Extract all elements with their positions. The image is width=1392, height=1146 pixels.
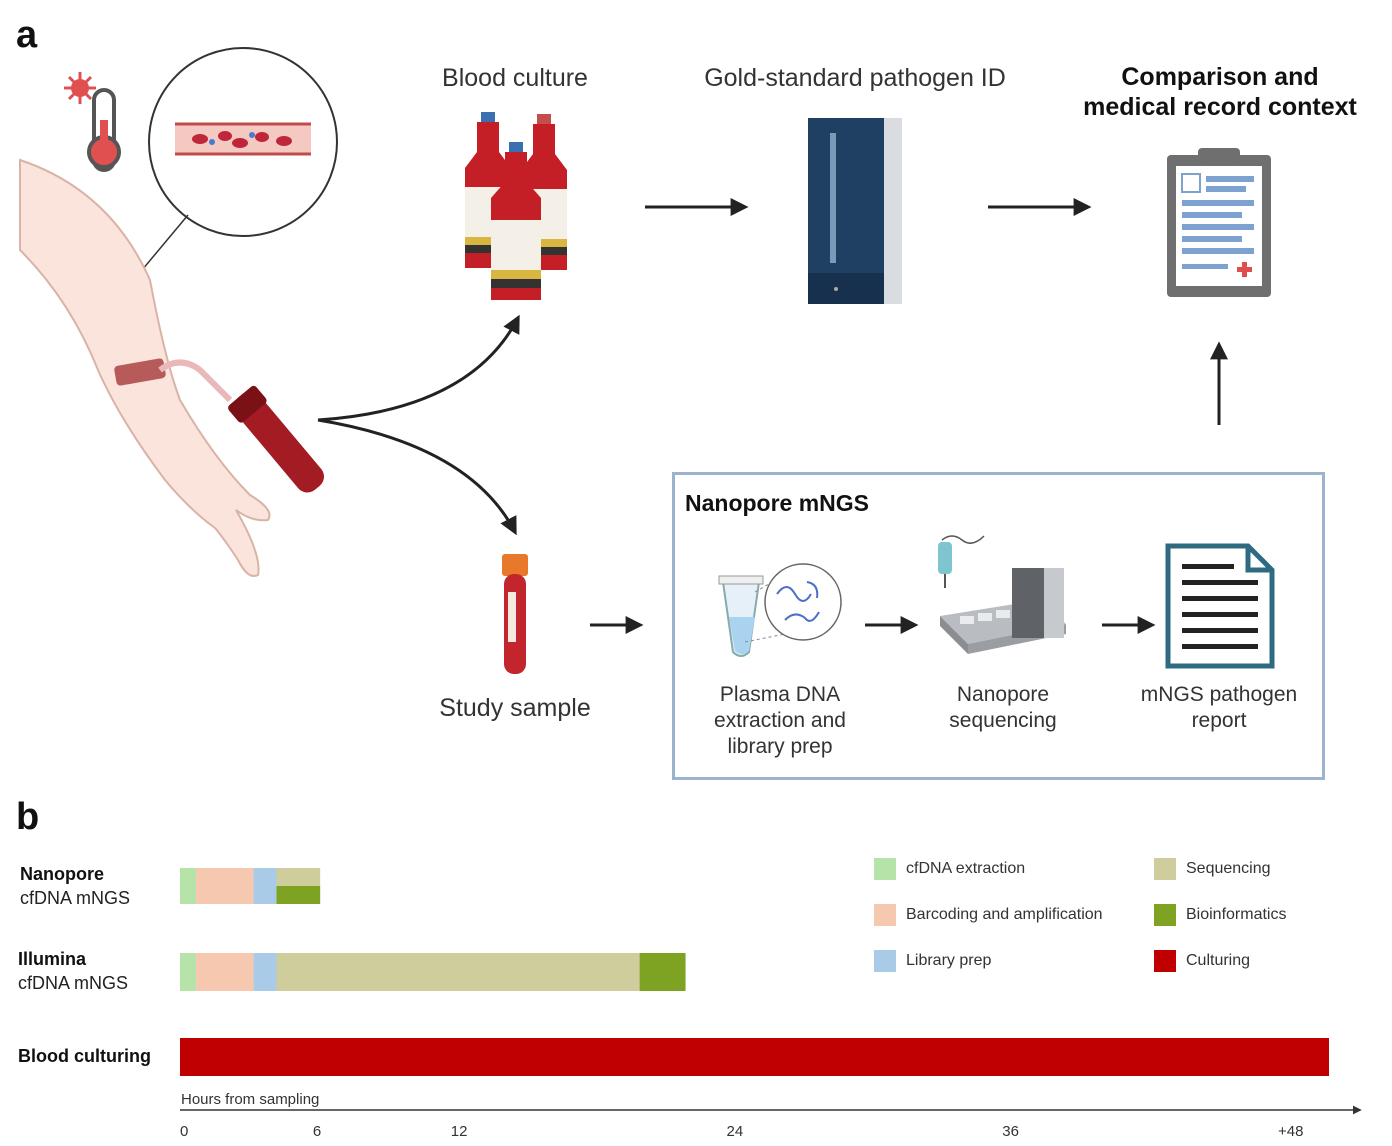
bar-segment-row0-4	[276, 886, 321, 904]
nano-step1-caption: Plasma DNA extraction and library prep	[690, 682, 870, 760]
bar-segment-row0-1	[196, 868, 254, 904]
legend-swatch-0	[874, 858, 896, 880]
comparison-title-line2: medical record context	[1083, 93, 1357, 121]
nano-step3-line1: mNGS pathogen	[1140, 683, 1298, 706]
row-label-culturing-bold: Blood culturing	[18, 1046, 151, 1066]
row-label-illumina-rest: cfDNA mNGS	[18, 973, 129, 993]
legend-item-2: Library prep	[874, 950, 1154, 972]
nano-step1-line3: library prep	[727, 735, 833, 758]
legend-label-1: Barcoding and amplification	[906, 906, 1103, 923]
row-label-culturing: Blood culturing	[18, 1044, 151, 1068]
row-label-nanopore-bold: Nanopore	[20, 864, 105, 884]
row-label-illumina: Illumina cfDNA mNGS	[18, 947, 128, 995]
flow-arrows	[317, 198, 1228, 634]
nano-step2-line1: Nanopore	[956, 683, 1050, 706]
blood-vessel-zoom	[118, 47, 338, 298]
legend-label-5: Culturing	[1186, 952, 1251, 969]
nano-step2-line2: sequencing	[949, 709, 1057, 732]
bar-segment-row1-4	[639, 953, 686, 991]
x-tick-label-3: 24	[727, 1123, 744, 1140]
legend-item-5: Culturing	[1154, 950, 1354, 972]
nano-step1-line1: Plasma DNA	[719, 683, 841, 706]
legend-label-4: Bioinformatics	[1186, 906, 1287, 923]
comparison-title-line1: Comparison and	[1121, 63, 1319, 91]
study-sample-tube	[502, 554, 528, 674]
legend-swatch-2	[874, 950, 896, 972]
panel-letter-a: a	[16, 14, 38, 56]
study-sample-label: Study sample	[439, 694, 591, 722]
nano-step3-caption: mNGS pathogen report	[1119, 682, 1319, 734]
row-label-illumina-bold: Illumina	[18, 949, 87, 969]
arm-illustration	[19, 47, 338, 577]
legend-item-0: cfDNA extraction	[874, 858, 1154, 880]
x-tick-label-2: 12	[451, 1123, 468, 1140]
legend-item-4: Bioinformatics	[1154, 904, 1354, 926]
row-label-nanopore: Nanopore cfDNA mNGS	[20, 862, 130, 910]
legend-label-0: cfDNA extraction	[906, 860, 1026, 877]
bar-segment-row2-0	[180, 1038, 1329, 1076]
thermometer-icon	[64, 72, 121, 172]
x-tick-label-5: +48	[1278, 1123, 1303, 1140]
gold-standard-title: Gold-standard pathogen ID	[704, 64, 1006, 92]
nano-step2-caption: Nanopore sequencing	[913, 682, 1093, 734]
blood-culture-title: Blood culture	[442, 64, 588, 92]
row-label-nanopore-rest: cfDNA mNGS	[20, 888, 131, 908]
bar-segment-row1-3	[276, 953, 640, 991]
nano-step3-line2: report	[1191, 709, 1247, 732]
legend-label-3: Sequencing	[1186, 860, 1271, 877]
bar-segment-row1-2	[253, 953, 277, 991]
legend-swatch-1	[874, 904, 896, 926]
nano-step1-line2: extraction and	[714, 709, 846, 732]
bar-segment-row0-3	[276, 868, 321, 886]
legend-item-1: Barcoding and amplification	[874, 904, 1154, 926]
pathogen-id-instrument	[808, 118, 902, 304]
legend-swatch-4	[1154, 904, 1176, 926]
bar-segment-row1-0	[180, 953, 197, 991]
bar-segment-row0-2	[253, 868, 277, 904]
x-tick-label-0: 0	[180, 1123, 188, 1140]
legend-item-3: Sequencing	[1154, 858, 1354, 880]
nanopore-mngs-box	[672, 472, 1325, 780]
panel-letter-b: b	[16, 796, 40, 838]
report-document-icon	[1165, 543, 1275, 669]
timeline-chart: Hours from sampling 0 6 12 24 36 +48	[180, 868, 1362, 1140]
x-tick-label-4: 36	[1002, 1123, 1019, 1140]
legend-swatch-3	[1154, 858, 1176, 880]
nanopore-mngs-title: Nanopore mNGS	[685, 490, 870, 516]
bar-segment-row0-0	[180, 868, 197, 904]
legend-swatch-5	[1154, 950, 1176, 972]
clipboard-icon	[1167, 148, 1271, 297]
blood-culture-bottles	[465, 112, 567, 300]
bar-segment-row1-1	[196, 953, 254, 991]
x-tick-label-1: 6	[313, 1123, 321, 1140]
x-axis-label: Hours from sampling	[181, 1091, 319, 1108]
nanopore-sequencer-icon	[938, 535, 1066, 654]
legend-label-2: Library prep	[906, 952, 992, 969]
dna-extraction-icon	[718, 563, 842, 657]
